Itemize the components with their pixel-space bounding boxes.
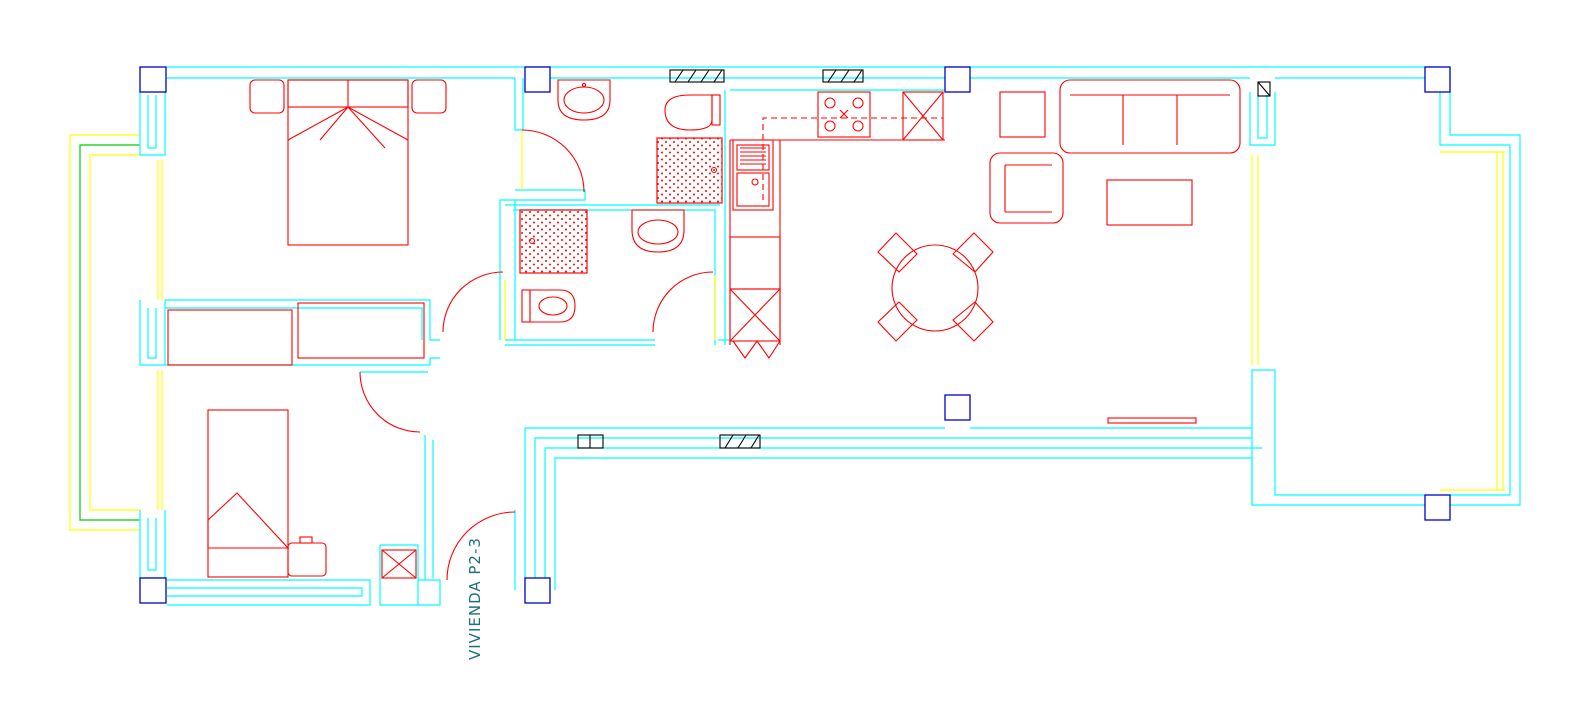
wardrobe <box>297 302 425 359</box>
main-bathroom-fixtures <box>557 79 723 204</box>
radiator <box>1107 417 1197 424</box>
sofa <box>1059 79 1241 154</box>
washbasin <box>631 209 685 253</box>
sink <box>732 139 774 211</box>
second-bathroom-fixtures <box>519 209 685 323</box>
column <box>139 577 167 604</box>
bidet <box>529 289 576 323</box>
exterior-walls <box>139 66 1521 606</box>
oven-unit <box>902 91 944 141</box>
shower-tray <box>656 137 723 204</box>
single-bed <box>207 409 289 578</box>
armchair <box>999 91 1046 138</box>
column <box>1424 66 1451 93</box>
interior-walls <box>165 78 945 373</box>
column <box>524 577 551 604</box>
living-room-furniture <box>877 79 1241 424</box>
structural-columns <box>139 66 1451 604</box>
second-bedroom-furniture <box>207 409 417 579</box>
dining-chairs <box>877 232 994 342</box>
wardrobe <box>167 309 293 366</box>
shaft <box>381 549 417 579</box>
unit-label: VIVIENDA P2-3 <box>466 537 484 660</box>
column <box>944 394 971 421</box>
left-balcony <box>69 134 163 531</box>
nightstand <box>249 79 285 114</box>
nightstand <box>411 79 447 114</box>
kitchen-fixtures <box>729 91 945 359</box>
cooktop <box>817 91 871 138</box>
nightstand <box>287 542 327 577</box>
column <box>944 66 971 93</box>
right-terrace <box>1440 151 1505 491</box>
vent-ducts <box>577 69 1271 449</box>
fridge <box>729 236 781 290</box>
toilet <box>664 94 713 131</box>
washbasin <box>557 79 611 121</box>
coffee-table <box>1106 179 1193 226</box>
column <box>139 66 167 93</box>
armchair <box>989 152 1064 224</box>
washer <box>729 288 781 342</box>
doors <box>359 129 714 581</box>
dining-table <box>891 244 979 332</box>
column <box>524 66 551 93</box>
column <box>1424 494 1451 521</box>
master-bedroom-furniture <box>167 79 447 366</box>
